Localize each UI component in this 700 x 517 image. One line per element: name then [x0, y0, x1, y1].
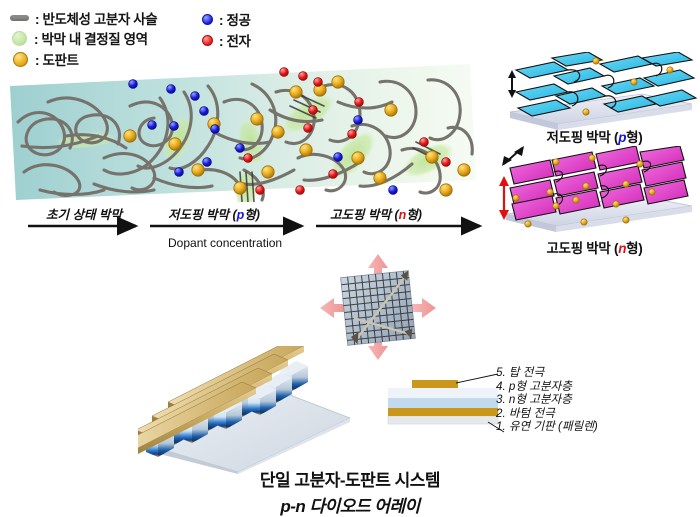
low-doped-caption-prefix: 저도핑 박막 ( — [546, 130, 619, 145]
high-doped-caption-suffix: 형) — [626, 241, 643, 256]
figure-title-line1: 단일 고분자-도판트 시스템 — [259, 471, 441, 490]
d-spacing-arrow-red — [499, 176, 509, 220]
legend-label-electron: : 전자 — [219, 34, 251, 49]
lamella-plate — [595, 146, 645, 209]
polymer-film-illustration — [10, 64, 476, 202]
high-doped-caption-carrier: n — [618, 241, 627, 256]
stack-legend-item-4: 4. p형 고분자층 — [496, 379, 572, 393]
legend-item-dopant: : 도판트 — [13, 49, 79, 69]
dopant-concentration-axis: 초기 상태 박막 저도핑 박막 (p형) 고도핑 박막 (n형) Dopant … — [18, 200, 488, 255]
lamella-plate — [514, 61, 572, 117]
tilt-arrow-black — [502, 146, 524, 166]
device-cross-section — [387, 373, 505, 433]
dopant-particles — [582, 57, 674, 116]
legend-label-dopant: : 도판트 — [35, 53, 79, 68]
lamella-plate — [640, 52, 697, 107]
hole-carriers — [128, 79, 398, 195]
top-electrode-strips — [138, 346, 305, 454]
expansion-arrows-pink — [320, 254, 436, 360]
legend-item-polymer-chain: : 반도체성 고분자 사슬 — [10, 8, 158, 28]
flexible-device-photo — [320, 254, 436, 360]
layer-n-type-polymer — [388, 398, 498, 408]
blue-dot-swatch-icon — [202, 13, 213, 25]
d-spacing-arrow-black — [508, 70, 516, 98]
low-doped-caption-suffix: 형) — [626, 130, 643, 145]
probe-needle — [353, 278, 408, 340]
legend-label-polymer-chain: : 반도체성 고분자 사슬 — [35, 12, 158, 27]
electron-carriers — [243, 67, 451, 195]
axis-stage-label-initial: 초기 상태 박막 — [46, 208, 122, 222]
axis-stage-label-low-doped: 저도핑 박막 (p형) — [168, 204, 260, 223]
dopant-particles — [512, 154, 656, 228]
green-circle-swatch-icon — [12, 30, 27, 46]
stack-legend-item-5: 5. 탑 전극 — [496, 366, 545, 379]
lamella-plate — [639, 146, 689, 205]
figure-title: 단일 고분자-도판트 시스템 p-n 다이오드 어레이 — [0, 466, 700, 517]
legend: : 반도체성 고분자 사슬 : 박막 내 결정질 영역 : 도판트 : 정공 :… — [6, 4, 336, 72]
stack-legend-item-1: 1. 유연 기판 (패릴렌) — [496, 420, 598, 434]
red-dot-swatch-icon — [202, 34, 213, 46]
device-stack-legend: 5. 탑 전극 4. p형 고분자층 3. n형 고분자층 2. 바텀 전극 1… — [496, 366, 696, 434]
layer-p-type-polymer — [388, 388, 498, 398]
axis-stage-low-suffix: 형) — [244, 208, 260, 222]
stack-legend-item-2: 2. 바텀 전극 — [496, 406, 555, 420]
high-doped-lamella-illustration — [499, 146, 693, 232]
axis-stage-label-high-doped: 고도핑 박막 (n형) — [330, 204, 422, 223]
axis-arrows — [28, 216, 483, 236]
low-doped-panel-caption: 저도핑 박막 (p형) — [492, 126, 697, 146]
legend-label-crystalline-region: : 박막 내 결정질 영역 — [34, 32, 148, 47]
lamella-plate — [509, 159, 557, 221]
lamella-plate — [551, 151, 601, 215]
figure-title-line2: p-n 다이오드 어레이 — [280, 497, 420, 516]
legend-item-electron: : 전자 — [202, 30, 251, 50]
axis-stage-low-carrier: p — [236, 208, 245, 222]
layer-flexible-substrate — [387, 415, 499, 425]
axis-stage-high-prefix: 고도핑 박막 ( — [330, 208, 399, 222]
leader-lines — [455, 373, 505, 433]
lamella-plate — [598, 55, 658, 113]
layer-top-electrode — [412, 380, 458, 388]
legend-item-hole: : 정공 — [202, 9, 251, 29]
low-doped-caption-carrier: p — [618, 130, 627, 145]
gold-circle-swatch-icon — [13, 51, 28, 67]
axis-stage-high-carrier: n — [398, 208, 407, 222]
layer-bottom-electrode — [388, 408, 498, 416]
stack-legend-item-3: 3. n형 고분자층 — [496, 393, 572, 407]
axis-stage-high-suffix: 형) — [406, 208, 422, 222]
dopant-particles — [123, 75, 471, 197]
legend-item-crystalline-region: : 박막 내 결정질 영역 — [12, 28, 148, 48]
high-doped-panel-caption: 고도핑 박막 (n형) — [492, 237, 697, 257]
dopant-concentration-caption: Dopant concentration — [168, 236, 283, 250]
high-doped-caption-prefix: 고도핑 박막 ( — [546, 241, 619, 256]
pn-diode-array-3d — [138, 346, 352, 474]
axis-stage-low-prefix: 저도핑 박막 ( — [168, 208, 237, 222]
legend-label-hole: : 정공 — [219, 13, 251, 28]
low-doped-lamella-illustration — [508, 52, 697, 130]
gray-dash-line-swatch-icon — [10, 15, 29, 21]
